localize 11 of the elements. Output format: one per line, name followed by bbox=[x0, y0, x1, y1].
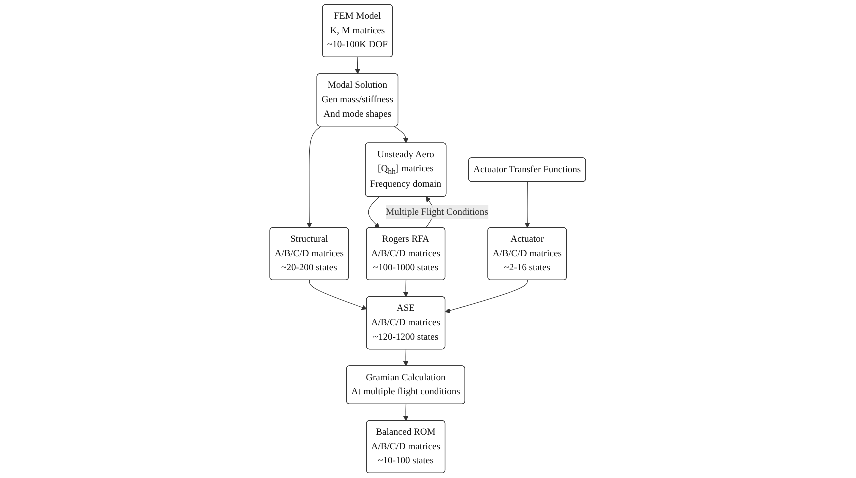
arrow bbox=[403, 404, 409, 422]
arrow bbox=[309, 280, 368, 310]
arrow bbox=[403, 349, 409, 366]
arrow bbox=[355, 57, 360, 74]
arrow bbox=[403, 280, 409, 298]
arrow bbox=[368, 196, 380, 228]
arrow bbox=[524, 182, 530, 228]
arrow bbox=[307, 126, 322, 228]
arrow bbox=[394, 126, 409, 144]
edge-label: Multiple Flight Conditions bbox=[386, 207, 488, 218]
arrow bbox=[445, 280, 528, 314]
